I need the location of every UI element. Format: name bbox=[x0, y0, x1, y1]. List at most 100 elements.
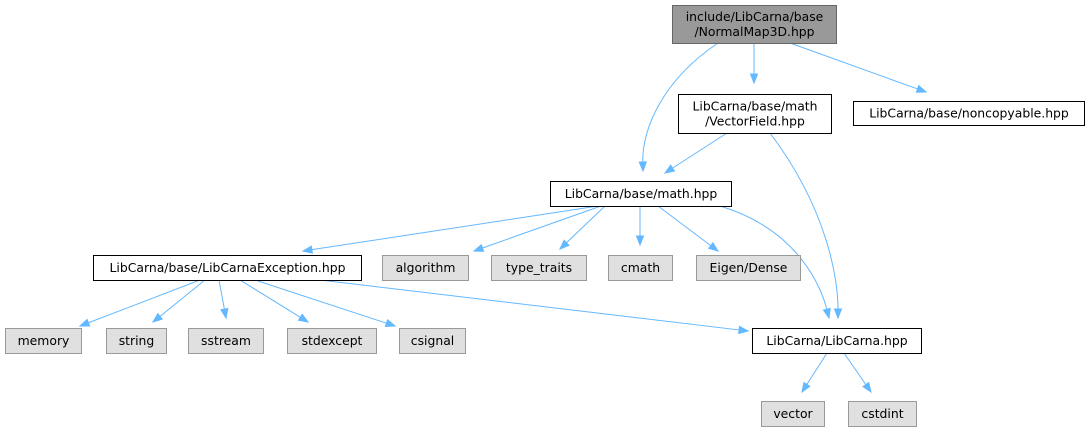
edge-line bbox=[482, 205, 602, 249]
node-label: string bbox=[119, 333, 155, 348]
node-normalmap[interactable]: include/LibCarna/base/NormalMap3D.hpp bbox=[672, 5, 837, 44]
edge-line bbox=[806, 352, 828, 385]
node-noncopyable[interactable]: LibCarna/base/noncopyable.hpp bbox=[853, 101, 1085, 126]
node-box bbox=[287, 328, 377, 354]
arrowhead-icon bbox=[559, 239, 570, 250]
node-sstream[interactable]: sstream bbox=[188, 328, 264, 354]
edge-line bbox=[319, 279, 740, 331]
edge-exception-to-sstream bbox=[218, 279, 229, 320]
arrowhead-icon bbox=[220, 307, 229, 320]
arrowhead-icon bbox=[635, 235, 645, 247]
node-box bbox=[491, 255, 587, 281]
node-box bbox=[672, 5, 837, 44]
node-libcarna[interactable]: LibCarna/LibCarna.hpp bbox=[752, 328, 922, 354]
node-box bbox=[550, 181, 732, 207]
node-label: include/LibCarna/base bbox=[686, 9, 824, 24]
edge-line bbox=[88, 279, 201, 324]
nodes-layer: include/LibCarna/base/NormalMap3D.hppLib… bbox=[5, 5, 1085, 427]
edge-normalmap-to-vectorfield bbox=[749, 43, 759, 85]
node-label: LibCarna/base/math bbox=[692, 99, 817, 114]
node-label: LibCarna/LibCarna.hpp bbox=[766, 333, 907, 348]
node-box bbox=[696, 255, 801, 281]
edge-line bbox=[311, 205, 599, 251]
edge-line bbox=[843, 352, 867, 385]
node-algorithm[interactable]: algorithm bbox=[382, 255, 469, 281]
arrowhead-icon bbox=[833, 308, 843, 320]
node-box bbox=[399, 328, 466, 354]
edge-normalmap-to-noncopyable bbox=[789, 42, 928, 93]
arrowhead-icon bbox=[297, 313, 310, 323]
node-label: stdexcept bbox=[302, 333, 363, 348]
edge-line bbox=[642, 42, 719, 163]
edge-line bbox=[789, 42, 918, 90]
node-eigen[interactable]: Eigen/Dense bbox=[696, 255, 801, 281]
edge-line bbox=[566, 205, 606, 244]
arrowhead-icon bbox=[738, 325, 750, 335]
edges-layer bbox=[78, 42, 928, 394]
edge-normalmap-to-math bbox=[638, 42, 719, 173]
arrowhead-icon bbox=[801, 381, 811, 394]
node-csignal[interactable]: csignal bbox=[399, 328, 466, 354]
node-label: Eigen/Dense bbox=[710, 260, 788, 275]
node-box bbox=[853, 101, 1085, 126]
node-label: cmath bbox=[621, 260, 660, 275]
node-label: type_traits bbox=[506, 260, 572, 275]
node-label: csignal bbox=[411, 333, 454, 348]
node-box bbox=[752, 328, 922, 354]
edge-line bbox=[769, 132, 839, 310]
edge-line bbox=[239, 279, 301, 318]
arrowhead-icon bbox=[301, 245, 314, 254]
node-box bbox=[608, 255, 673, 281]
node-box bbox=[188, 328, 264, 354]
edge-line bbox=[657, 205, 712, 246]
node-label: algorithm bbox=[396, 260, 456, 275]
arrowhead-icon bbox=[707, 241, 720, 252]
edge-math-to-type_traits bbox=[559, 205, 606, 250]
arrowhead-icon bbox=[151, 312, 164, 323]
arrowhead-icon bbox=[915, 84, 928, 93]
node-label: cstdint bbox=[861, 406, 903, 421]
node-box bbox=[678, 94, 832, 134]
node-box bbox=[761, 401, 825, 427]
node-box bbox=[106, 328, 167, 354]
edge-math-to-exception bbox=[301, 205, 599, 254]
node-label: /NormalMap3D.hpp bbox=[694, 24, 814, 39]
edge-math-to-eigen bbox=[657, 205, 720, 252]
node-string[interactable]: string bbox=[106, 328, 167, 354]
node-box bbox=[5, 328, 82, 354]
edge-exception-to-string bbox=[151, 279, 206, 323]
arrowhead-icon bbox=[749, 73, 759, 85]
edge-math-to-libcarna bbox=[719, 205, 831, 320]
node-exception[interactable]: LibCarna/base/LibCarnaException.hpp bbox=[93, 255, 362, 281]
node-label: LibCarna/base/noncopyable.hpp bbox=[869, 106, 1069, 121]
edge-libcarna-to-cstdint bbox=[843, 352, 872, 394]
node-stdexcept[interactable]: stdexcept bbox=[287, 328, 377, 354]
edge-line bbox=[672, 132, 728, 169]
arrowhead-icon bbox=[663, 164, 676, 174]
arrowhead-icon bbox=[822, 307, 831, 320]
node-label: LibCarna/base/math.hpp bbox=[565, 186, 718, 201]
node-math[interactable]: LibCarna/base/math.hpp bbox=[550, 181, 732, 207]
edge-math-to-algorithm bbox=[472, 205, 602, 252]
node-label: LibCarna/base/LibCarnaException.hpp bbox=[110, 260, 346, 275]
node-box bbox=[382, 255, 469, 281]
node-vectorfield[interactable]: LibCarna/base/math/VectorField.hpp bbox=[678, 94, 832, 134]
node-cstdint[interactable]: cstdint bbox=[848, 401, 917, 427]
node-label: vector bbox=[773, 406, 813, 421]
edge-libcarna-to-vector bbox=[801, 352, 828, 394]
arrowhead-icon bbox=[78, 318, 91, 327]
edge-exception-to-memory bbox=[78, 279, 201, 327]
node-label: sstream bbox=[201, 333, 251, 348]
edge-vectorfield-to-math bbox=[663, 132, 728, 174]
edge-exception-to-libcarna bbox=[319, 279, 750, 335]
edge-line bbox=[159, 279, 206, 317]
node-vector[interactable]: vector bbox=[761, 401, 825, 427]
arrowhead-icon bbox=[638, 161, 647, 173]
node-memory[interactable]: memory bbox=[5, 328, 82, 354]
node-cmath[interactable]: cmath bbox=[608, 255, 673, 281]
arrowhead-icon bbox=[384, 319, 397, 328]
node-label: memory bbox=[18, 333, 70, 348]
node-box bbox=[93, 255, 362, 281]
node-type_traits[interactable]: type_traits bbox=[491, 255, 587, 281]
